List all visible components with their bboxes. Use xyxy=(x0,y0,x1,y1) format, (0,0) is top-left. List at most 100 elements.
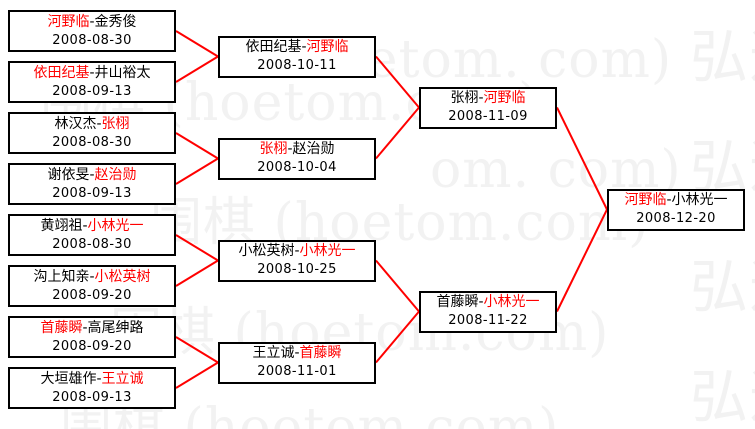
player-separator: - xyxy=(89,64,95,81)
winner-name: 河野临 xyxy=(624,192,667,208)
match-date: 2008-09-20 xyxy=(52,287,132,303)
match-date: 2008-11-01 xyxy=(257,364,337,379)
watermark-text: 弘道 xyxy=(690,253,755,321)
match-date: 2008-09-13 xyxy=(52,389,132,405)
match-players: 首藤瞬-高尾绅路 xyxy=(40,319,143,338)
loser-name: 谢依旻 xyxy=(47,166,90,183)
watermark-text: 弘道 xyxy=(690,23,755,91)
loser-name: 沟上知亲 xyxy=(33,268,90,285)
match-players: 张栩-赵治勋 xyxy=(259,140,334,159)
player-separator: - xyxy=(294,243,300,259)
player-separator: - xyxy=(287,141,293,157)
match-date: 2008-08-30 xyxy=(52,134,132,150)
match-players: 大垣雄作-王立诚 xyxy=(40,370,143,389)
match-date: 2008-08-30 xyxy=(52,32,132,48)
player-separator: - xyxy=(294,345,300,361)
loser-name: 林汉杰 xyxy=(54,115,97,132)
player-separator: - xyxy=(301,39,307,55)
match-date: 2008-10-04 xyxy=(257,160,337,175)
winner-name: 张栩 xyxy=(259,141,288,157)
connector-line xyxy=(175,234,219,262)
player-separator: - xyxy=(666,192,672,208)
winner-name: 张栩 xyxy=(101,115,130,132)
match-date: 2008-11-22 xyxy=(448,313,528,328)
player-separator: - xyxy=(96,115,102,132)
match-players: 河野临-金秀俊 xyxy=(47,13,136,32)
winner-name: 河野临 xyxy=(306,39,349,55)
winner-name: 首藤瞬 xyxy=(40,319,83,336)
player-separator: - xyxy=(82,319,88,336)
winner-name: 赵治勋 xyxy=(94,166,137,183)
match-box[interactable]: 黄翊祖-小林光一 2008-08-30 xyxy=(8,214,176,256)
loser-name: 王立诚 xyxy=(252,345,295,361)
connector-line xyxy=(375,55,420,109)
winner-name: 河野临 xyxy=(47,13,90,30)
match-players: 林汉杰-张栩 xyxy=(54,115,129,134)
match-players: 谢依旻-赵治勋 xyxy=(47,166,136,185)
connector-line xyxy=(175,157,219,185)
connector-line xyxy=(556,209,608,312)
player-separator: - xyxy=(96,370,102,387)
loser-name: 首藤瞬 xyxy=(436,294,479,310)
loser-name: 大垣雄作 xyxy=(40,370,97,387)
connector-line xyxy=(175,361,219,389)
player-separator: - xyxy=(478,90,484,106)
connector-line xyxy=(375,310,420,364)
match-players: 小松英树-小林光一 xyxy=(238,242,355,261)
match-players: 河野临-小林光一 xyxy=(624,191,727,210)
connector-line xyxy=(175,336,219,364)
connector-line xyxy=(175,132,219,160)
player-separator: - xyxy=(89,166,95,183)
winner-name: 小林光一 xyxy=(299,243,356,259)
match-date: 2008-09-20 xyxy=(52,338,132,354)
loser-name: 井山裕太 xyxy=(94,64,151,81)
loser-name: 张栩 xyxy=(450,90,479,106)
loser-name: 小林光一 xyxy=(671,192,728,208)
loser-name: 赵治勋 xyxy=(292,141,335,157)
match-players: 首藤瞬-小林光一 xyxy=(436,293,539,312)
loser-name: 黄翊祖 xyxy=(40,217,83,234)
loser-name: 金秀俊 xyxy=(94,13,137,30)
player-separator: - xyxy=(89,268,95,285)
player-separator: - xyxy=(89,13,95,30)
winner-name: 首藤瞬 xyxy=(299,345,342,361)
loser-name: 依田纪基 xyxy=(245,39,302,55)
loser-name: 高尾绅路 xyxy=(87,319,144,336)
connector-line xyxy=(175,55,219,83)
winner-name: 小林光一 xyxy=(87,217,144,234)
match-players: 王立诚-首藤瞬 xyxy=(252,344,341,363)
connector-line xyxy=(556,107,608,210)
match-box[interactable]: 依田纪基-井山裕太 2008-09-13 xyxy=(8,61,176,103)
match-date: 2008-08-30 xyxy=(52,236,132,252)
match-date: 2008-09-13 xyxy=(52,83,132,99)
winner-name: 小松英树 xyxy=(94,268,151,285)
match-date: 2008-09-13 xyxy=(52,185,132,201)
match-date: 2008-11-09 xyxy=(448,109,528,124)
match-date: 2008-10-25 xyxy=(257,262,337,277)
match-players: 张栩-河野临 xyxy=(450,89,525,108)
connector-line xyxy=(375,259,420,313)
winner-name: 小林光一 xyxy=(483,294,540,310)
match-players: 沟上知亲-小松英树 xyxy=(33,268,150,287)
connector-line xyxy=(175,30,219,58)
winner-name: 王立诚 xyxy=(101,370,144,387)
match-players: 依田纪基-河野临 xyxy=(245,38,348,57)
connector-line xyxy=(175,259,219,287)
player-separator: - xyxy=(82,217,88,234)
loser-name: 小松英树 xyxy=(238,243,295,259)
winner-name: 依田纪基 xyxy=(33,64,90,81)
